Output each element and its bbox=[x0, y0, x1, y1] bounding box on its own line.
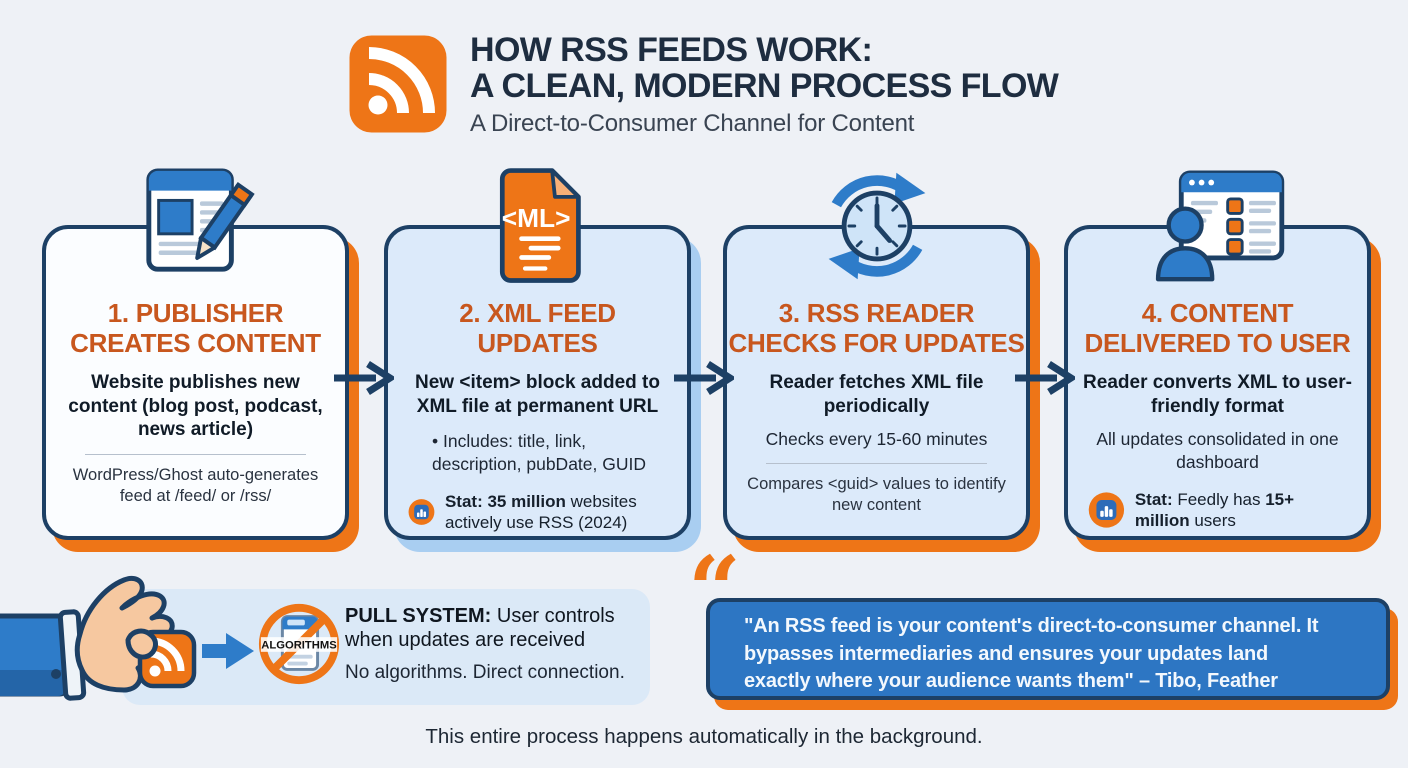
step4-stat-text: Stat: Feedly has 15+ million users bbox=[1134, 489, 1295, 531]
no-algorithms-label: ALGORITHMS bbox=[261, 639, 337, 651]
quote-line1: "An RSS feed is your content's direct-to… bbox=[744, 615, 1319, 637]
no-algorithms-icon: ALGORITHMS bbox=[258, 603, 340, 685]
step2-title: 2. XML FEED UPDATES bbox=[459, 298, 616, 358]
step3-info: Checks every 15-60 minutes bbox=[765, 429, 988, 450]
step2-bullet: • Includes: title, link, description, pu… bbox=[432, 431, 646, 474]
pull-system-label: PULL SYSTEM: User controls when updates … bbox=[345, 605, 615, 652]
step1-title: 1. PUBLISHER CREATES CONTENT bbox=[70, 298, 321, 358]
header: HOW RSS FEEDS WORK: A CLEAN, MODERN PROC… bbox=[470, 31, 1059, 138]
rss-logo-icon bbox=[349, 35, 447, 133]
clock-refresh-icon bbox=[828, 172, 925, 280]
step2-stat: Stat: 35 million websites actively use R… bbox=[388, 489, 687, 535]
page-title-line2: A CLEAN, MODERN PROCESS FLOW bbox=[470, 66, 1059, 105]
step-card-xml-feed: <ML> 2. XML FEED UPDATES New <item> bloc… bbox=[384, 168, 691, 540]
step2-stat-text: Stat: 35 million websites actively use R… bbox=[444, 491, 637, 533]
quote-box: "An RSS feed is your content's direct-to… bbox=[706, 598, 1390, 700]
bullet-glyph: • bbox=[432, 431, 439, 452]
divider bbox=[84, 453, 307, 455]
page-subtitle: A Direct-to-Consumer Channel for Content bbox=[470, 110, 915, 138]
step4-title: 4. CONTENT DELIVERED TO USER bbox=[1084, 298, 1351, 358]
step4-info: All updates consolidated in one dashboar… bbox=[1096, 429, 1339, 472]
quote-line2: bypasses intermediaries and ensures your… bbox=[744, 642, 1269, 665]
step3-title: 3. RSS READER CHECKS FOR UPDATES bbox=[728, 298, 1025, 358]
pull-system-text: PULL SYSTEM: User controls when updates … bbox=[345, 604, 641, 684]
bar-chart-icon bbox=[1088, 492, 1125, 528]
footer-note: This entire process happens automaticall… bbox=[425, 725, 983, 748]
arrow-right-icon bbox=[202, 633, 254, 669]
step3-lead: Reader fetches XML file periodically bbox=[769, 372, 984, 417]
page-title-line1: HOW RSS FEEDS WORK: bbox=[470, 31, 873, 69]
step2-lead: New <item> block added to XML file at pe… bbox=[415, 372, 660, 417]
step1-note: WordPress/Ghost auto-generates feed at /… bbox=[72, 465, 319, 506]
step-card-rss-reader: 3. RSS READER CHECKS FOR UPDATES Reader … bbox=[723, 172, 1030, 540]
hand-holding-rss-icon bbox=[0, 575, 197, 701]
quote-line3: exactly where your audience wants them" … bbox=[744, 670, 1278, 693]
pull-system-subtext: No algorithms. Direct connection. bbox=[345, 661, 625, 683]
step1-lead: Website publishes new content (blog post… bbox=[68, 372, 323, 441]
xml-file-icon: <ML> bbox=[499, 168, 581, 283]
divider bbox=[765, 462, 988, 464]
step-card-content-delivered: 4. CONTENT DELIVERED TO USER Reader conv… bbox=[1064, 170, 1371, 540]
flow-arrow-icon bbox=[674, 361, 734, 395]
step4-lead: Reader converts XML to user-friendly for… bbox=[1083, 372, 1352, 417]
step4-stat: Stat: Feedly has 15+ million users bbox=[1068, 487, 1367, 533]
bar-chart-icon bbox=[408, 499, 435, 526]
step3-note: Compares <guid> values to identify new c… bbox=[747, 474, 1006, 515]
xml-icon-label: <ML> bbox=[501, 203, 570, 233]
flow-arrow-icon bbox=[1015, 361, 1075, 395]
document-pencil-icon bbox=[145, 168, 255, 272]
user-dashboard-icon bbox=[1155, 170, 1284, 282]
flow-arrow-icon bbox=[334, 361, 394, 395]
step-card-publisher: 1. PUBLISHER CREATES CONTENT Website pub… bbox=[42, 168, 349, 540]
